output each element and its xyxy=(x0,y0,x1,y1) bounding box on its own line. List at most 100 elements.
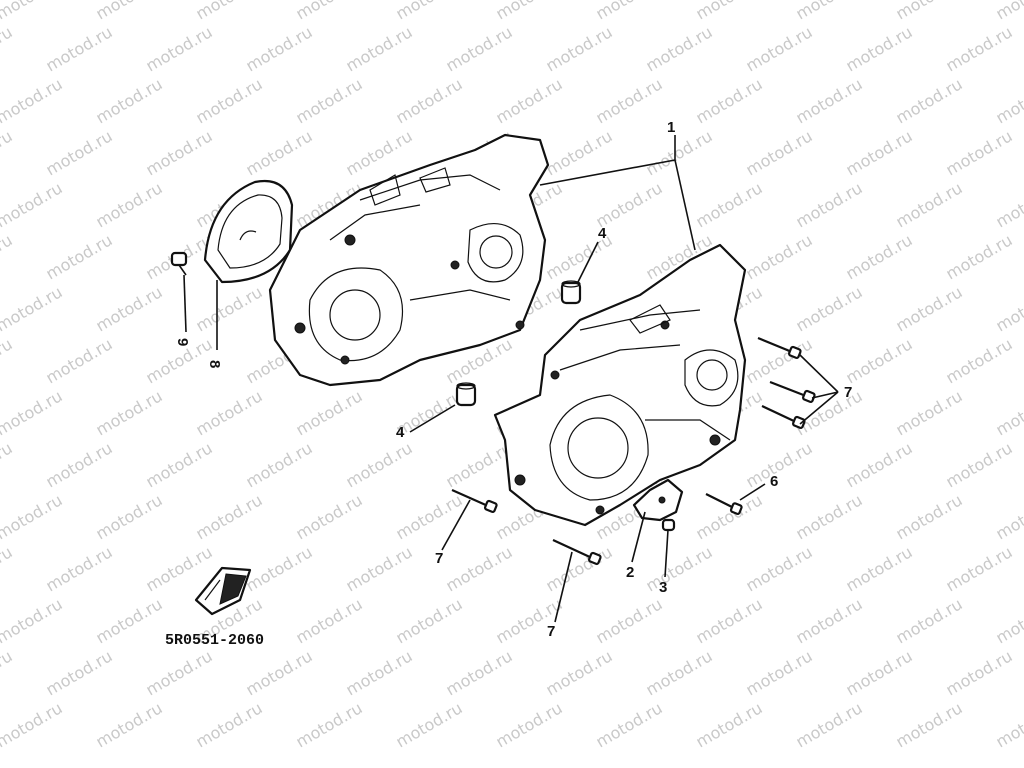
watermark-text: motod.ru xyxy=(393,698,466,751)
watermark-text: motod.ru xyxy=(743,438,816,491)
watermark-text: motod.ru xyxy=(593,74,666,127)
crankcase-left xyxy=(268,133,550,387)
callout-7-right: 7 xyxy=(844,384,852,401)
watermark-text: motod.ru xyxy=(643,542,716,595)
watermark-text: motod.ru xyxy=(0,334,16,387)
watermark-text: motod.ru xyxy=(793,490,866,543)
watermark-text: motod.ru xyxy=(693,490,766,543)
watermark-text: motod.ru xyxy=(993,490,1024,543)
watermark-text: motod.ru xyxy=(443,22,516,75)
watermark-text: motod.ru xyxy=(843,22,916,75)
watermark-text: motod.ru xyxy=(0,490,66,543)
leader-lines xyxy=(183,135,839,623)
watermark-text: motod.ru xyxy=(393,594,466,647)
watermark-text: motod.ru xyxy=(43,646,116,699)
callout-4-upper: 4 xyxy=(598,225,607,242)
watermark-text: motod.ru xyxy=(343,542,416,595)
watermark-text: motod.ru xyxy=(0,386,66,439)
callout-8: 8 xyxy=(206,360,223,368)
watermark-text: motod.ru xyxy=(993,74,1024,127)
watermark-text: motod.ru xyxy=(993,178,1024,231)
watermark-text: motod.ru xyxy=(243,126,316,179)
watermark-text: motod.ru xyxy=(243,542,316,595)
watermark-text: motod.ru xyxy=(193,490,266,543)
crankcase-symbol-icon xyxy=(194,566,252,616)
screw-6 xyxy=(705,493,743,516)
watermark-text: motod.ru xyxy=(0,282,66,335)
watermark-text: motod.ru xyxy=(493,74,566,127)
watermark-text: motod.ru xyxy=(693,698,766,751)
watermark-text: motod.ru xyxy=(743,126,816,179)
watermark-text: motod.ru xyxy=(793,594,866,647)
watermark-text: motod.ru xyxy=(0,0,66,23)
watermark-text: motod.ru xyxy=(0,230,16,283)
watermark-text: motod.ru xyxy=(793,74,866,127)
watermark-text: motod.ru xyxy=(893,282,966,335)
drawing-code: 5R0551-2060 xyxy=(165,632,264,649)
callout-3: 3 xyxy=(659,579,667,596)
watermark-text: motod.ru xyxy=(893,594,966,647)
watermark-text: motod.ru xyxy=(243,646,316,699)
watermark-text: motod.ru xyxy=(843,334,916,387)
watermark-text: motod.ru xyxy=(143,22,216,75)
watermark-text: motod.ru xyxy=(993,282,1024,335)
watermark-text: motod.ru xyxy=(93,74,166,127)
watermark-text: motod.ru xyxy=(93,282,166,335)
watermark-text: motod.ru xyxy=(0,126,16,179)
watermark-text: motod.ru xyxy=(743,230,816,283)
watermark-text: motod.ru xyxy=(93,178,166,231)
watermark-text: motod.ru xyxy=(843,438,916,491)
watermark-text: motod.ru xyxy=(293,386,366,439)
watermark-text: motod.ru xyxy=(843,126,916,179)
watermark-text: motod.ru xyxy=(493,698,566,751)
screw-3 xyxy=(661,518,676,532)
watermark-text: motod.ru xyxy=(693,0,766,23)
watermark-text: motod.ru xyxy=(243,438,316,491)
watermark-text: motod.ru xyxy=(0,594,66,647)
watermark-text: motod.ru xyxy=(93,0,166,23)
watermark-text: motod.ru xyxy=(593,0,666,23)
watermark-text: motod.ru xyxy=(943,542,1016,595)
watermark-text: motod.ru xyxy=(393,490,466,543)
watermark-text: motod.ru xyxy=(193,386,266,439)
watermark-text: motod.ru xyxy=(893,178,966,231)
watermark-text: motod.ru xyxy=(43,334,116,387)
watermark-text: motod.ru xyxy=(93,698,166,751)
watermark-text: motod.ru xyxy=(293,74,366,127)
watermark-text: motod.ru xyxy=(943,438,1016,491)
watermark-text: motod.ru xyxy=(393,0,466,23)
watermark-text: motod.ru xyxy=(293,698,366,751)
watermark-text: motod.ru xyxy=(293,594,366,647)
watermark-text: motod.ru xyxy=(793,0,866,23)
bolt-9 xyxy=(170,251,188,276)
watermark-text: motod.ru xyxy=(993,698,1024,751)
watermark-text: motod.ru xyxy=(93,490,166,543)
watermark-text: motod.ru xyxy=(0,74,66,127)
watermark-text: motod.ru xyxy=(543,126,616,179)
callout-2: 2 xyxy=(626,564,634,581)
watermark-text: motod.ru xyxy=(0,698,66,751)
watermark-text: motod.ru xyxy=(793,698,866,751)
watermark-text: motod.ru xyxy=(543,542,616,595)
dowel-pin-lower xyxy=(455,382,477,407)
watermark-text: motod.ru xyxy=(43,126,116,179)
watermark-text: motod.ru xyxy=(743,334,816,387)
watermark-text: motod.ru xyxy=(893,698,966,751)
callout-7-bottom: 7 xyxy=(547,623,555,640)
callout-7-left: 7 xyxy=(435,550,443,567)
watermark-text: motod.ru xyxy=(993,0,1024,23)
watermark-text: motod.ru xyxy=(43,542,116,595)
watermark-text: motod.ru xyxy=(943,230,1016,283)
watermark-text: motod.ru xyxy=(793,282,866,335)
watermark-text: motod.ru xyxy=(943,646,1016,699)
watermark-text: motod.ru xyxy=(93,386,166,439)
watermark-text: motod.ru xyxy=(693,178,766,231)
watermark-text: motod.ru xyxy=(743,646,816,699)
watermark-text: motod.ru xyxy=(193,698,266,751)
watermark-text: motod.ru xyxy=(993,594,1024,647)
watermark-text: motod.ru xyxy=(593,698,666,751)
watermark-text: motod.ru xyxy=(0,22,16,75)
watermark-text: motod.ru xyxy=(143,646,216,699)
watermark-text: motod.ru xyxy=(93,594,166,647)
watermark-text: motod.ru xyxy=(293,0,366,23)
